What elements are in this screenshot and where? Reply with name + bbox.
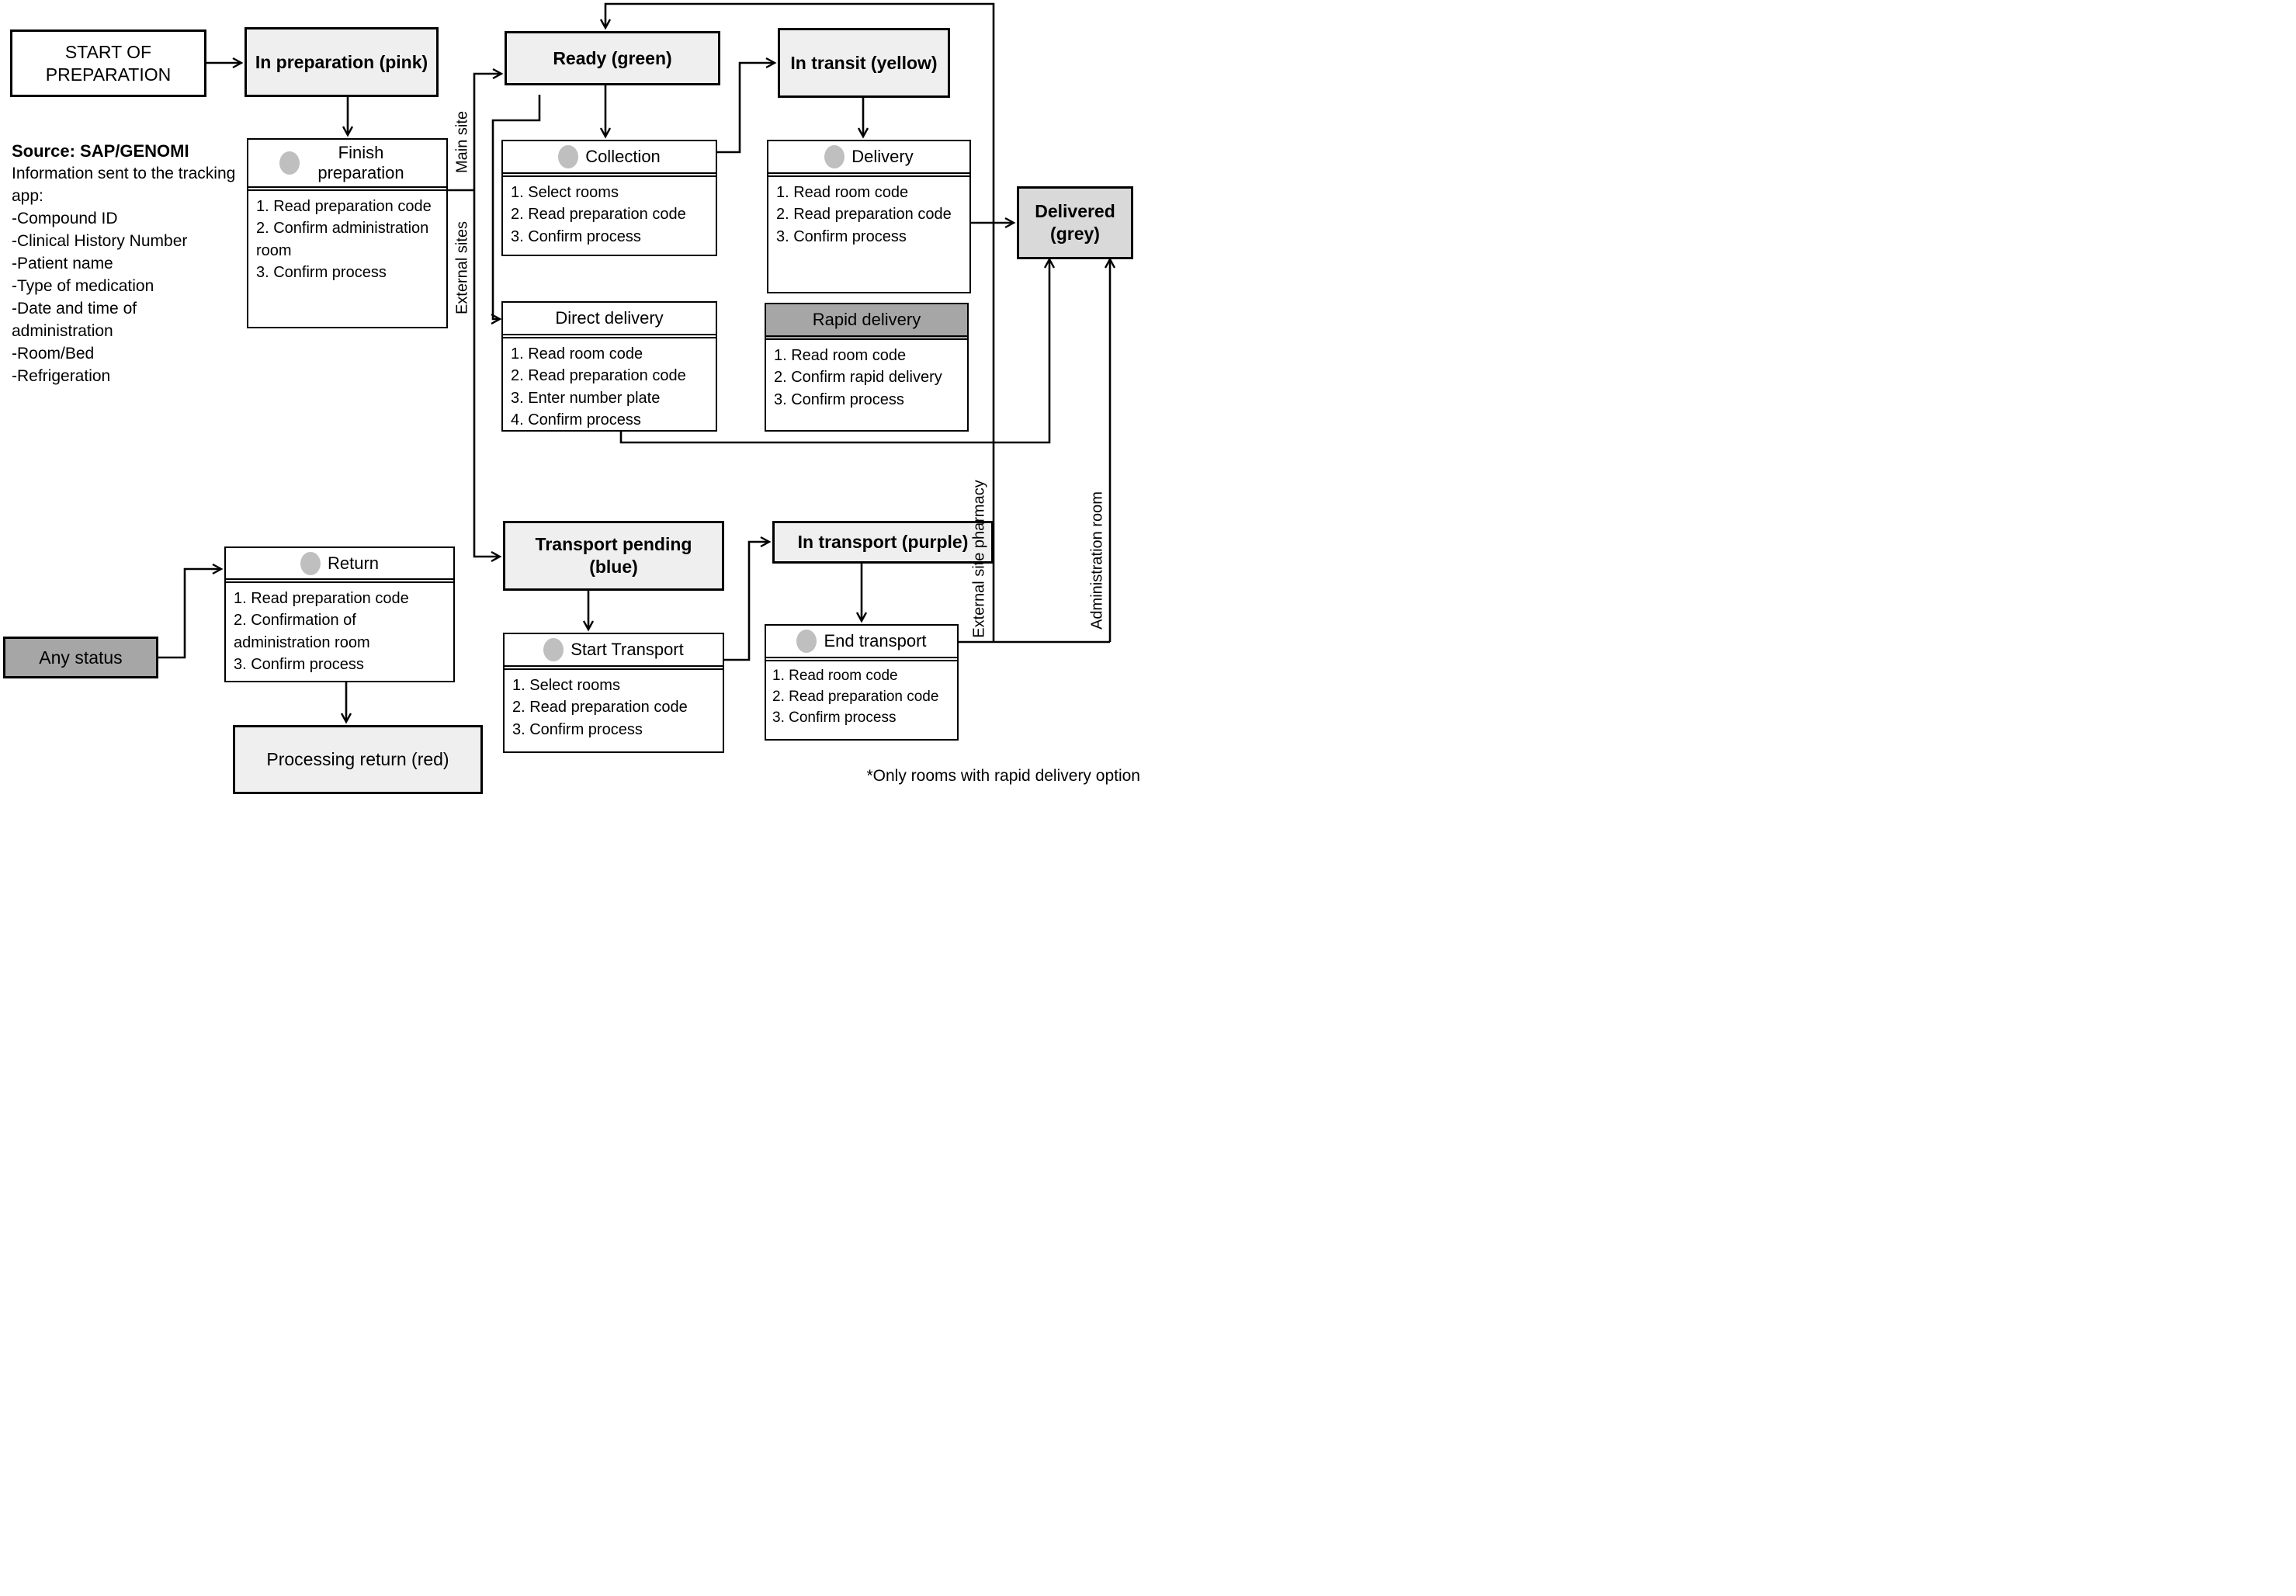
arrow-starttransport-to-intransport bbox=[724, 536, 772, 661]
source-note-line: -Date and time of administration bbox=[12, 300, 137, 341]
end-transport-step: 1. Read room code bbox=[772, 668, 898, 684]
lane-label-external-site-pharmacy: External site pharmacy bbox=[970, 480, 988, 638]
source-note-line: -Room/Bed bbox=[12, 345, 95, 363]
source-note-line: -Clinical History Number bbox=[12, 232, 188, 251]
status-in-preparation-label: In preparation (pink) bbox=[255, 51, 428, 72]
start-transport-title: Start Transport bbox=[571, 640, 684, 659]
status-in-transit: In transit (yellow) bbox=[778, 28, 950, 98]
finish-preparation-step: 2. Confirm administration room bbox=[256, 220, 429, 259]
rapid-delivery-title: Rapid delivery bbox=[812, 310, 921, 329]
return-title: Return bbox=[327, 553, 380, 573]
start-transport-box: Start Transport 1. Select rooms 2. Read … bbox=[503, 633, 724, 753]
delivery-step: 2. Read preparation code bbox=[776, 206, 952, 224]
source-note-line: -Type of medication bbox=[12, 277, 154, 296]
arrow-junction-to-transportpending bbox=[473, 190, 502, 563]
status-any-status-label: Any status bbox=[39, 647, 123, 668]
status-processing-return: Processing return (red) bbox=[233, 725, 483, 794]
finish-preparation-step: 1. Read preparation code bbox=[256, 198, 432, 215]
return-step: 2. Confirmation of administration room bbox=[234, 612, 370, 651]
source-note-heading: Source: SAP/GENOMI bbox=[12, 141, 189, 161]
status-transport-pending: Transport pending (blue) bbox=[503, 521, 724, 591]
start-transport-step: 3. Confirm process bbox=[512, 720, 643, 738]
collection-box: Collection 1. Select rooms 2. Read prepa… bbox=[501, 140, 717, 256]
delivery-box: Delivery 1. Read room code 2. Read prepa… bbox=[767, 140, 971, 293]
end-transport-step: 2. Read preparation code bbox=[772, 688, 939, 705]
return-step: 1. Read preparation code bbox=[234, 590, 409, 607]
source-note-line: -Compound ID bbox=[12, 210, 118, 228]
arrow-anystatus-to-return bbox=[158, 563, 224, 659]
end-transport-title: End transport bbox=[824, 631, 927, 651]
start-transport-step: 1. Select rooms bbox=[512, 677, 620, 694]
delivery-step: 3. Confirm process bbox=[776, 227, 907, 245]
status-start-label: START OF PREPARATION bbox=[45, 41, 172, 85]
status-delivered-label: Delivered (grey) bbox=[1035, 201, 1115, 244]
finish-preparation-step: 3. Confirm process bbox=[256, 264, 387, 282]
state-circle-icon bbox=[300, 551, 321, 575]
delivery-step: 1. Read room code bbox=[776, 184, 909, 201]
status-any-status: Any status bbox=[3, 637, 158, 678]
workflow-diagram: START OF PREPARATION In preparation (pin… bbox=[0, 0, 1148, 798]
direct-delivery-step: 1. Read room code bbox=[511, 345, 643, 363]
status-ready: Ready (green) bbox=[505, 31, 720, 85]
lane-label-external-sites: External sites bbox=[453, 220, 471, 315]
state-circle-icon bbox=[279, 151, 300, 175]
start-transport-step: 2. Read preparation code bbox=[512, 699, 688, 716]
direct-delivery-title: Direct delivery bbox=[555, 308, 664, 328]
arrow-collection-to-intransit bbox=[717, 57, 777, 154]
status-in-transport: In transport (purple) bbox=[772, 521, 994, 564]
end-transport-box: End transport 1. Read room code 2. Read … bbox=[765, 624, 959, 741]
status-in-preparation: In preparation (pink) bbox=[245, 27, 439, 97]
lane-label-administration-room: Administration room bbox=[1088, 491, 1106, 630]
rapid-delivery-step: 3. Confirm process bbox=[774, 390, 904, 408]
finish-preparation-title: Finish preparation bbox=[317, 143, 404, 182]
rapid-delivery-step: 1. Read room code bbox=[774, 347, 907, 364]
footnote: *Only rooms with rapid delivery option bbox=[866, 767, 1141, 785]
collection-step: 1. Select rooms bbox=[511, 184, 619, 201]
collection-step: 3. Confirm process bbox=[511, 227, 641, 245]
status-delivered: Delivered (grey) bbox=[1017, 186, 1133, 259]
return-box: Return 1. Read preparation code 2. Confi… bbox=[224, 546, 455, 682]
rapid-delivery-step: 2. Confirm rapid delivery bbox=[774, 369, 942, 387]
status-in-transport-label: In transport (purple) bbox=[797, 532, 969, 553]
state-circle-icon bbox=[558, 145, 579, 168]
direct-delivery-box: Direct delivery 1. Read room code 2. Rea… bbox=[501, 301, 717, 432]
status-ready-label: Ready (green) bbox=[553, 47, 672, 68]
delivery-title: Delivery bbox=[851, 147, 914, 166]
lane-label-main-site: Main site bbox=[453, 110, 471, 174]
direct-delivery-step: 4. Confirm process bbox=[511, 411, 641, 429]
status-transport-pending-label: Transport pending (blue) bbox=[535, 534, 692, 577]
direct-delivery-step: 2. Read preparation code bbox=[511, 367, 686, 385]
direct-delivery-step: 3. Enter number plate bbox=[511, 389, 661, 407]
source-note-line: -Refrigeration bbox=[12, 367, 111, 386]
state-circle-icon bbox=[824, 145, 845, 168]
finish-preparation-box: Finish preparation 1. Read preparation c… bbox=[247, 138, 448, 328]
arrow-junction-to-ready bbox=[473, 68, 504, 190]
state-circle-icon bbox=[796, 630, 817, 653]
end-transport-step: 3. Confirm process bbox=[772, 709, 897, 726]
collection-step: 2. Read preparation code bbox=[511, 206, 686, 224]
state-circle-icon bbox=[543, 638, 564, 661]
status-start-of-preparation: START OF PREPARATION bbox=[10, 29, 206, 97]
source-note-line: Information sent to the tracking app: bbox=[12, 165, 236, 206]
status-processing-return-label: Processing return (red) bbox=[266, 749, 449, 770]
rapid-delivery-box: Rapid delivery 1. Read room code 2. Conf… bbox=[765, 303, 969, 432]
source-note: Source: SAP/GENOMI Information sent to t… bbox=[12, 140, 238, 388]
collection-title: Collection bbox=[585, 147, 661, 166]
source-note-line: -Patient name bbox=[12, 255, 113, 273]
status-in-transit-label: In transit (yellow) bbox=[790, 52, 938, 73]
return-step: 3. Confirm process bbox=[234, 656, 364, 674]
